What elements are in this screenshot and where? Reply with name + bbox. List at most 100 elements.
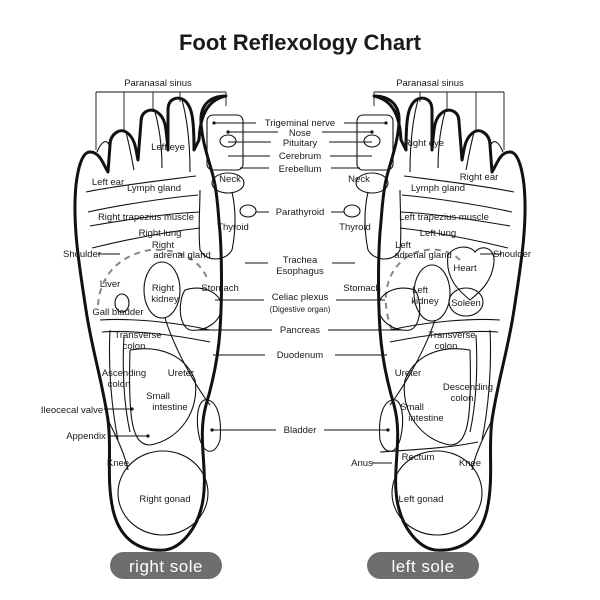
- dot-1: [212, 121, 216, 125]
- dot-3: [226, 130, 230, 134]
- right-sinus-bracket: [95, 91, 227, 150]
- left-sole-pill: left sole: [367, 552, 479, 579]
- right-sole-pill-label: right sole: [129, 557, 203, 576]
- dot-2: [384, 121, 388, 125]
- right-label-liver: Liver: [100, 279, 121, 290]
- right-trigeminal-zone: [206, 114, 244, 171]
- left-label-kidney-2: kidney: [411, 296, 439, 307]
- label-pituitary: Pituitary: [283, 138, 318, 149]
- right-knee-line: [107, 419, 129, 471]
- label-trigeminal-nerve: Trigeminal nerve: [265, 118, 335, 129]
- right-label-ileocecal: Ileocecal valve: [41, 405, 103, 416]
- left-pituitary-zone: [363, 134, 381, 148]
- right-sole-outline: [73, 94, 228, 552]
- left-dashed: [384, 248, 461, 331]
- right-label-small-int-2: intestine: [152, 402, 187, 413]
- right-label-gall-bladder: Gall bladder: [92, 307, 143, 318]
- left-heel-zone: [391, 450, 483, 536]
- left-label-kidney-1: Left: [412, 285, 428, 296]
- left-label-right-eye: Right eye: [404, 138, 444, 149]
- right-label-transverse-2: colon: [123, 341, 146, 352]
- label-esophagus: Esophagus: [276, 266, 324, 277]
- left-label-ureter: Ureter: [395, 368, 421, 379]
- left-descending-colon: [469, 329, 492, 441]
- left-label-knee: Knee: [459, 458, 481, 469]
- left-thyroid-zone: [364, 189, 402, 260]
- left-label-thyroid: Thyroid: [339, 222, 371, 233]
- right-label-kidney-1: Right: [152, 283, 175, 294]
- right-sole-labels: Paranasal sinus Left eye Left ear Lymph …: [41, 78, 249, 505]
- right-transverse-colon: [99, 318, 211, 343]
- left-neck-zone: [355, 172, 389, 194]
- right-band-lines: [85, 175, 201, 249]
- right-label-ureter: Ureter: [168, 368, 194, 379]
- chart-title: Foot Reflexology Chart: [179, 30, 422, 55]
- label-celiac-plexus: Celiac plexus: [272, 292, 329, 303]
- right-neck-zone: [211, 172, 245, 194]
- left-sole-pill-label: left sole: [391, 557, 454, 576]
- right-sole-pill: right sole: [110, 552, 222, 579]
- left-stomach-zone: [377, 287, 421, 331]
- left-parathyroid-zone: [343, 204, 361, 218]
- right-label-lymph-gland: Lymph gland: [127, 183, 181, 194]
- label-trachea: Trachea: [283, 255, 318, 266]
- right-label-adrenal-1: Right: [152, 240, 175, 251]
- left-label-descending-1: Descending: [443, 382, 493, 393]
- left-label-small-int-2: intestine: [408, 413, 443, 424]
- right-label-kidney-2: kidney: [151, 294, 179, 305]
- left-transverse-colon: [389, 318, 501, 343]
- left-sole-labels: Paranasal sinus Right eye Right ear Lymp…: [339, 78, 531, 505]
- left-sole-outline: [372, 94, 527, 552]
- label-pancreas: Pancreas: [280, 325, 320, 336]
- right-gallbladder-zone: [114, 293, 130, 313]
- left-label-lymph-gland: Lymph gland: [411, 183, 465, 194]
- left-label-heart: Heart: [453, 263, 477, 274]
- left-label-transverse-1: Transverse: [428, 330, 475, 341]
- left-label-paranasal-sinus: Paranasal sinus: [396, 78, 464, 89]
- dot-8: [146, 434, 150, 438]
- right-label-left-ear: Left ear: [92, 177, 124, 188]
- left-ureter: [389, 319, 436, 406]
- dot-4: [370, 130, 374, 134]
- left-band-lines: [399, 175, 515, 249]
- right-label-ascending-1: Ascending: [102, 368, 146, 379]
- left-label-transverse-2: colon: [435, 341, 458, 352]
- right-parathyroid-zone: [239, 204, 257, 218]
- label-erebellum: Erebellum: [279, 164, 322, 175]
- left-label-neck: Neck: [348, 174, 370, 185]
- left-label-anus: Anus: [351, 458, 373, 469]
- right-label-gonad: Right gonad: [139, 494, 190, 505]
- right-label-left-eye: Left eye: [151, 142, 185, 153]
- right-sole-foot: [73, 94, 257, 552]
- right-liver-dashed: [97, 248, 209, 306]
- left-label-descending-2: colon: [451, 393, 474, 404]
- right-ureter: [164, 317, 211, 406]
- right-label-shoulder: Shoulder: [63, 249, 101, 260]
- right-heel-zone: [117, 450, 209, 536]
- right-thyroid-zone: [198, 189, 236, 260]
- label-cerebrum: Cerebrum: [279, 151, 321, 162]
- right-label-thyroid: Thyroid: [217, 222, 249, 233]
- left-small-intestine: [403, 348, 471, 446]
- left-heart-zone: [447, 246, 495, 301]
- right-label-adrenal-2: adrenal gland: [153, 250, 211, 261]
- right-stomach-zone: [179, 287, 223, 331]
- label-duodenum: Duodenum: [277, 350, 324, 361]
- left-label-shoulder: Shoulder: [493, 249, 531, 260]
- left-label-soleen: Soleen: [451, 298, 481, 309]
- left-toe-lines: [409, 99, 504, 173]
- left-knee-line: [471, 419, 493, 471]
- label-digestive-organ: (Digestive organ): [270, 305, 331, 314]
- right-sole-pill-bg: [110, 552, 222, 579]
- left-label-rectum: Rectum: [402, 452, 435, 463]
- left-sole-pill-bg: [367, 552, 479, 579]
- left-label-left-lung: Left lung: [420, 228, 456, 239]
- label-nose: Nose: [289, 128, 311, 139]
- leader-lines: [95, 91, 505, 464]
- right-toe-lines: [96, 99, 191, 173]
- dot-7: [130, 407, 134, 411]
- right-pituitary-zone: [219, 134, 237, 148]
- right-bladder-zone: [196, 399, 222, 452]
- right-label-stomach: Stomach: [201, 283, 239, 294]
